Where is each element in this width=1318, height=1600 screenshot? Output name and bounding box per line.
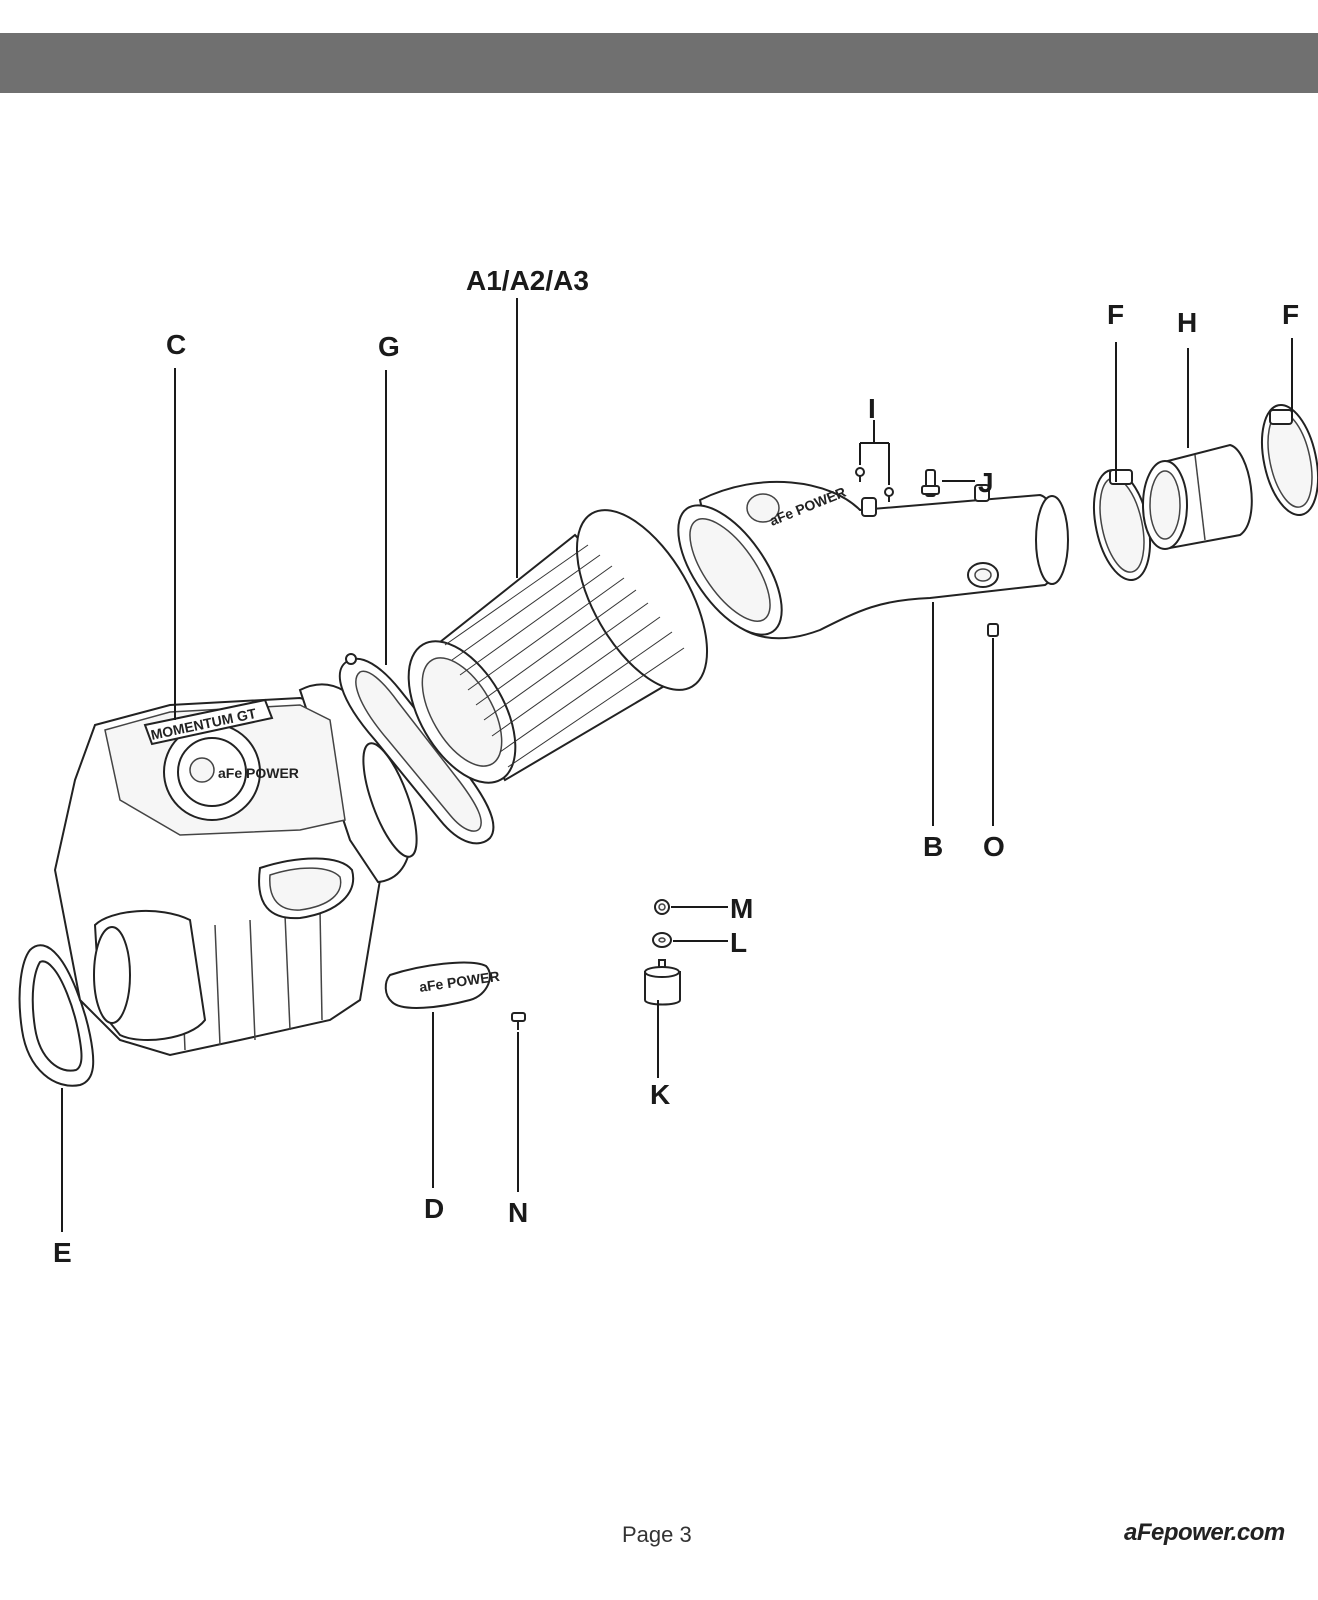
part-f-clamp-left: [1093, 468, 1151, 582]
label-m: M: [730, 893, 753, 924]
label-i: I: [868, 393, 876, 424]
label-f1: F: [1107, 299, 1124, 330]
label-n: N: [508, 1197, 528, 1228]
label-c: C: [166, 329, 186, 360]
header-bar: [0, 33, 1318, 93]
part-l-washer: [652, 932, 672, 948]
label-l: L: [730, 927, 747, 958]
part-j-fitting: [921, 469, 940, 497]
page-number: Page 3: [622, 1522, 692, 1547]
part-o-plug: [987, 623, 999, 637]
part-e-gasket: [18, 944, 95, 1087]
label-a: A1/A2/A3: [466, 265, 589, 296]
label-e: E: [53, 1237, 72, 1268]
part-c-airbox: aFe POWER MOMENTUM GT: [53, 683, 418, 1057]
footer-website: aFepower.com: [1124, 1519, 1285, 1546]
part-b-intake-tube: aFe POWER: [677, 480, 1069, 640]
part-i-screws: [855, 467, 894, 502]
label-j: J: [978, 467, 994, 498]
label-b: B: [923, 831, 943, 862]
part-d-cap: aFe POWER: [384, 961, 501, 1009]
part-g-ring: [338, 653, 495, 845]
airbox-lid-brand: aFe POWER: [218, 765, 299, 781]
label-k: K: [650, 1079, 670, 1110]
label-d: D: [424, 1193, 444, 1224]
part-m-nut: [654, 899, 670, 915]
part-f-clamp-right: [1261, 403, 1318, 517]
label-h: H: [1177, 307, 1197, 338]
part-a-filter: [407, 509, 709, 784]
part-k-isolator: [644, 959, 681, 1006]
part-n-bolt: [511, 1012, 526, 1030]
label-o: O: [983, 831, 1005, 862]
part-h-coupler: [1142, 443, 1253, 550]
label-g: G: [378, 331, 400, 362]
label-f2: F: [1282, 299, 1299, 330]
